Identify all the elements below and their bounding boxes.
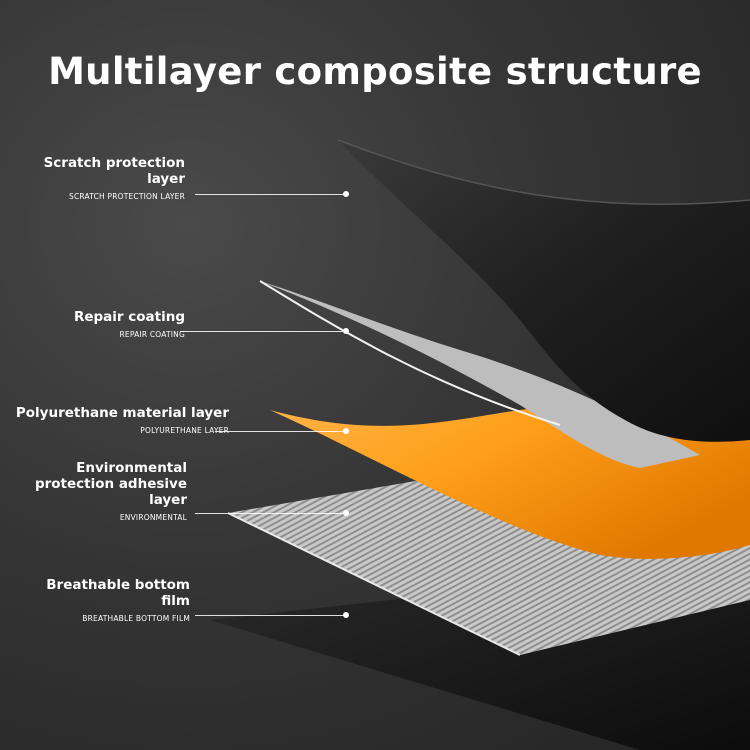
repair-coating-shape — [260, 281, 700, 468]
leader-dot-environmental-adhesive — [343, 510, 349, 516]
layer-name: Breathable bottom film — [46, 577, 190, 609]
layer-name: Scratch protection layer — [43, 155, 185, 187]
leader-dot-scratch-protection — [343, 191, 349, 197]
scratch-layer-highlight — [337, 139, 750, 206]
layer-sub-name: REPAIR COATING — [119, 330, 185, 339]
leader-line-polyurethane — [215, 431, 345, 432]
leader-dot-breathable-bottom — [343, 612, 349, 618]
layer-sub-name: BREATHABLE BOTTOM FILM — [82, 614, 190, 623]
leader-line-repair-coating — [180, 331, 345, 332]
leader-dot-repair-coating — [343, 328, 349, 334]
leader-line-breathable-bottom — [195, 615, 345, 616]
leader-dot-polyurethane — [343, 428, 349, 434]
layer-sub-name: SCRATCH PROTECTION LAYER — [69, 192, 185, 201]
layer-name: Polyurethane material layer — [15, 405, 229, 421]
repair-coating-edge — [259, 280, 561, 426]
layer-sub-name: POLYURETHANE LAYER — [140, 426, 229, 435]
layer-label-polyurethane: Polyurethane material layer POLYURETHANE… — [0, 405, 229, 435]
page-title: Multilayer composite structure — [48, 50, 702, 93]
leader-line-environmental-adhesive — [195, 513, 345, 514]
layer-label-breathable-bottom: Breathable bottom film BREATHABLE BOTTOM… — [30, 577, 190, 623]
layer-name: Repair coating — [73, 309, 185, 325]
layer-label-scratch-protection: Scratch protection layer SCRATCH PROTECT… — [35, 155, 185, 201]
layer-sub-name: ENVIRONMENTAL — [119, 513, 187, 522]
layer-name: Environmental protection adhesive layer — [34, 460, 187, 508]
scratch-layer-shape — [338, 140, 750, 442]
leader-line-scratch-protection — [195, 194, 345, 195]
layer-label-environmental-adhesive: Environmental protection adhesive layer … — [27, 460, 187, 522]
adhesive-layer-edge — [227, 512, 521, 656]
layer-label-repair-coating: Repair coating REPAIR COATING — [25, 309, 185, 339]
